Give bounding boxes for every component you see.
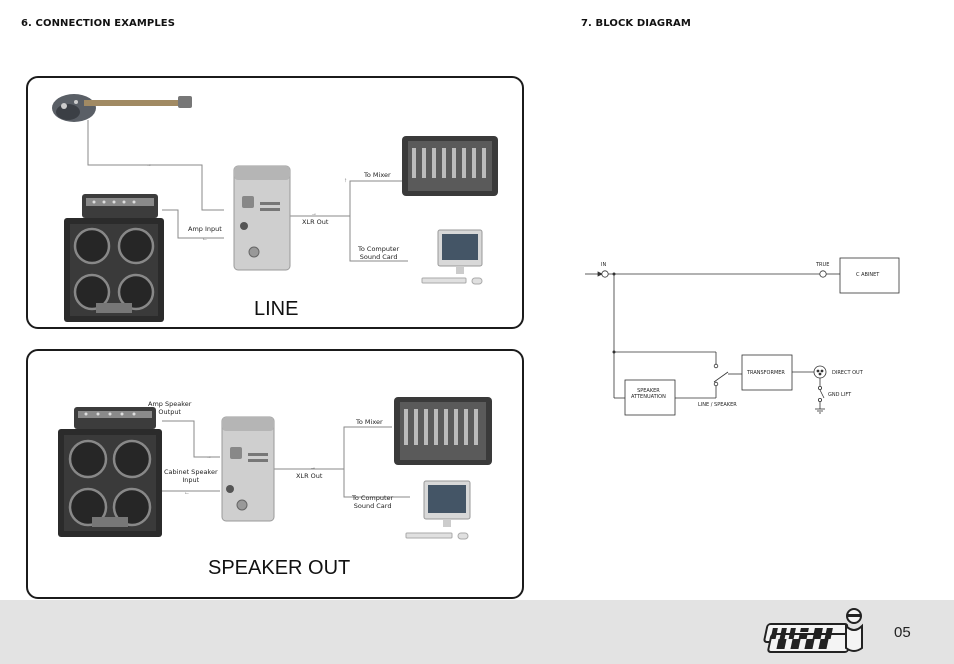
to-computer-label: To Computer Sound Card: [358, 245, 400, 261]
svg-text:→: →: [206, 454, 212, 460]
computer-icon: [405, 480, 471, 540]
cabinet-speaker-input-label: Cabinet Speaker Input: [164, 468, 218, 484]
speaker-cabinet-icon: [64, 218, 164, 322]
line-connection-panel: → → ↑ ←: [26, 76, 524, 329]
svg-text:←: ←: [184, 490, 190, 496]
xlr-out-label: XLR Out: [296, 472, 323, 480]
amp-speaker-output-label: Amp Speaker Output: [148, 400, 192, 416]
speaker-out-connection-illustration: → ← →: [58, 397, 492, 540]
di-box-icon: [221, 416, 275, 522]
bd-speaker-attenuation-label: SPEAKER ATTENUATION: [631, 388, 666, 400]
di-box-icon: [233, 165, 291, 271]
xlr-out-label: XLR Out: [302, 218, 329, 226]
svg-text:→: →: [146, 162, 152, 168]
bass-amp-head-icon: [82, 194, 158, 218]
to-computer-label: To Computer Sound Card: [352, 494, 394, 510]
bd-direct-out-label: DIRECT OUT: [832, 370, 863, 376]
amp-input-label: Amp Input: [188, 225, 222, 233]
to-mixer-label: To Mixer: [364, 171, 391, 179]
svg-text:↑: ↑: [344, 178, 347, 184]
page-number: 05: [894, 624, 911, 641]
bd-true-label: TRUE: [816, 262, 830, 268]
svg-text:→: →: [310, 465, 316, 471]
section-heading-connection-examples: 6. CONNECTION EXAMPLES: [21, 18, 176, 29]
speaker-cabinet-icon: [58, 429, 162, 537]
speaker-out-connection-panel: → ← →: [26, 349, 524, 599]
markbass-logo-icon: [763, 608, 863, 653]
svg-text:→: →: [311, 211, 317, 217]
to-mixer-label: To Mixer: [356, 418, 383, 426]
bd-transformer-label: TRANSFORMER: [747, 370, 785, 376]
bd-in-label: IN: [601, 262, 607, 268]
bd-cabinet-label: C ABINET: [856, 272, 880, 278]
bd-line-speaker-label: LINE / SPEAKER: [698, 402, 737, 408]
bd-gnd-lift-label: GND LIFT: [828, 392, 852, 398]
mixer-icon: [394, 397, 492, 465]
mixer-icon: [402, 136, 498, 196]
bass-guitar-icon: [52, 94, 192, 122]
speaker-out-panel-title: SPEAKER OUT: [208, 557, 351, 579]
computer-icon: [421, 229, 483, 285]
section-heading-block-diagram: 7. BLOCK DIAGRAM: [581, 18, 691, 29]
line-panel-title: LINE: [254, 298, 299, 320]
line-connection-illustration: → → ↑ ←: [52, 94, 498, 322]
svg-text:←: ←: [202, 236, 208, 242]
bass-amp-head-icon: [74, 407, 156, 429]
